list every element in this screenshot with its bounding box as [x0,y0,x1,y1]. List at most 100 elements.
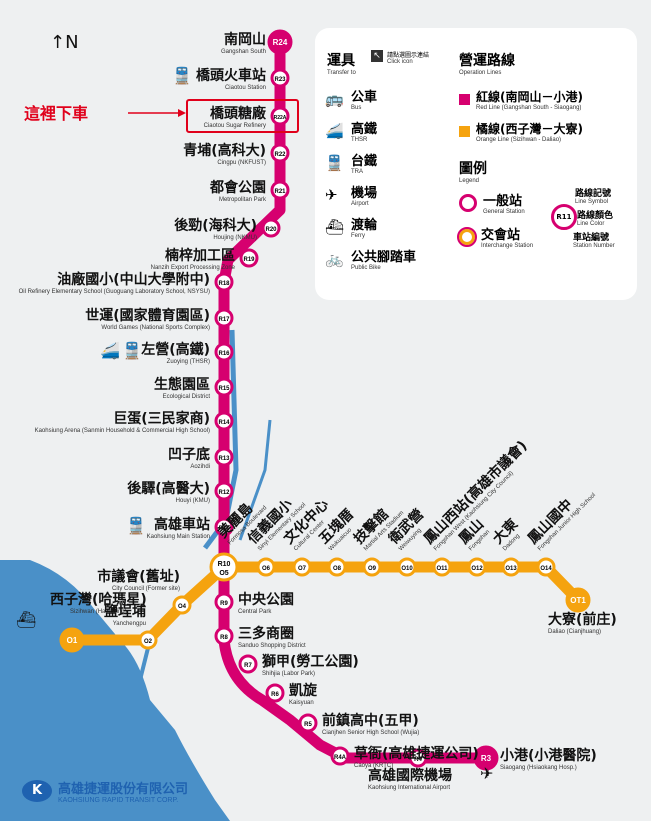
station-label-r4a[interactable]: 草衙(高雄捷運公司)Caoya (KRTC) [354,746,479,770]
station-code: R11 [219,526,230,532]
tra-icon[interactable]: 🚆 [126,516,146,535]
station-marker-r17[interactable] [214,308,234,328]
station-number-label-en: Station Number [573,243,615,249]
station-marker-r11[interactable] [214,517,234,537]
thsr-icon[interactable]: 🚄 [100,341,120,360]
station-marker-r13[interactable] [214,447,234,467]
transfer-label-en: Airport [351,201,369,207]
general-station-label-en: General Station [483,209,525,215]
thsr-icon[interactable]: 🚄 [325,121,344,140]
station-marker-r18[interactable] [214,272,234,292]
station-marker-r6[interactable] [265,683,285,703]
tra-icon[interactable]: 🚆 [122,341,142,360]
station-marker-o13[interactable] [501,557,521,577]
station-marker-r8[interactable] [214,626,234,646]
station-marker-o12[interactable] [467,557,487,577]
station-label-r16[interactable]: 左營(高鐵)Zuoying (THSR) [141,342,210,366]
station-marker-r5[interactable] [298,713,318,733]
bike-icon[interactable]: 🚲 [325,249,344,268]
station-name-en: Sanduo Shopping District [238,643,306,649]
station-marker-o11[interactable] [432,557,452,577]
line-color-label: 路線顏色 [577,211,614,221]
station-label-r17[interactable]: 世運(國家體育園區)World Games (National Sports C… [85,308,210,332]
station-marker-r24[interactable] [267,29,293,55]
station-marker-r23[interactable] [270,68,290,88]
transfer-label-en: Ferry [351,233,365,239]
tra-icon[interactable]: 🚆 [325,153,344,172]
station-code: R15 [218,386,230,392]
station-code: R12 [218,490,230,496]
station-marker-o1[interactable] [59,627,85,653]
station-marker-o8[interactable] [327,557,347,577]
station-label-r12[interactable]: 後驛(高醫大)Houyi (KMU) [127,481,210,505]
station-marker-r9[interactable] [214,592,234,612]
station-marker-r20[interactable] [261,218,281,238]
station-code: R24 [273,38,288,47]
station-marker-r4[interactable] [408,748,428,768]
station-marker-ot1[interactable] [565,587,591,613]
station-name: 中央公園 [238,592,294,608]
station-marker-o9[interactable] [362,557,382,577]
station-marker-r7[interactable] [238,654,258,674]
station-label-o4[interactable]: 市議會(舊址)City Council (Former site) [97,569,180,593]
station-label-r18[interactable]: 油廠國小(中山大學附中)Oil Refinery Elementary Scho… [19,272,210,296]
station-name-en: Nanzih Export Processing Zone [150,265,235,271]
station-label-r14[interactable]: 巨蛋(三民家商)Kaohsiung Arena (Sanmin Househol… [35,411,210,435]
station-marker-r3[interactable] [473,745,499,771]
ferry-icon[interactable]: ⛴ [325,217,345,236]
ferry-icon[interactable]: ⛴ [16,610,37,629]
station-label-r20[interactable]: 後勁(海科大)Houjing (NKMU) [174,218,257,242]
station-label-o1[interactable]: 西子灣(哈瑪星)Sizihwan (Hamasing) [50,592,147,616]
station-marker-o4[interactable] [172,595,192,615]
station-marker-o2[interactable] [138,630,158,650]
lines-title: 營運路線 [459,53,515,69]
station-label-r5[interactable]: 前鎮高中(五甲)Cianjhen Senior High School (Wuj… [322,713,419,737]
airport-icon[interactable]: ✈ [480,764,494,783]
station-label-ot1[interactable]: 大寮(前庄)Daliao (Cianjhuang) [548,612,617,636]
tra-icon[interactable]: 🚆 [172,66,192,85]
station-marker-r15[interactable] [214,377,234,397]
station-marker-r22a[interactable] [270,106,290,126]
transfer-label: 台鐵 [351,154,378,169]
station-marker-r19[interactable] [239,248,259,268]
station-marker-o6[interactable] [256,557,276,577]
station-label-r22[interactable]: 青埔(高科大)Cingpu (NKFUST) [183,143,266,167]
station-name-en: Aozihdi [190,464,210,470]
station-label-r3[interactable]: 小港(小港醫院)Siaogang (Hsiaokang Hosp.) [500,748,597,772]
station-marker-r14[interactable] [214,411,234,431]
station-marker-r12[interactable] [214,481,234,501]
station-marker-r22[interactable] [270,143,290,163]
bus-icon[interactable]: 🚌 [325,89,344,108]
station-marker-r16[interactable] [214,342,234,362]
station-marker-o10[interactable] [397,557,417,577]
station-name: 油廠國小(中山大學附中) [57,272,210,288]
station-marker-o7[interactable] [292,557,312,577]
station-marker-o14[interactable] [536,557,556,577]
interchange-marker-r10-o5[interactable] [209,552,239,582]
station-marker-r21[interactable] [270,180,290,200]
station-label-r7[interactable]: 獅甲(勞工公園)Shihjia (Labor Park) [262,654,359,678]
airport-icon[interactable]: ✈ [325,185,338,204]
station-marker-r4a[interactable] [330,746,350,766]
transfer-subtitle: Transfer to [327,70,356,76]
